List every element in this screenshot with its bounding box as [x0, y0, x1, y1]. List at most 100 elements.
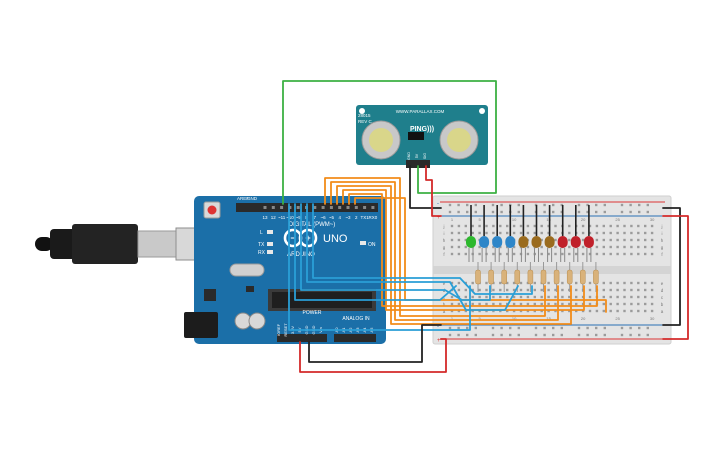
breadboard-hole[interactable] [616, 309, 619, 313]
wire-blue-4[interactable] [306, 203, 519, 311]
rail-hole[interactable] [466, 333, 469, 337]
rail-hole[interactable] [491, 333, 495, 337]
breadboard-hole[interactable] [526, 309, 530, 313]
rail-hole[interactable] [595, 326, 598, 330]
breadboard-hole[interactable] [464, 302, 467, 306]
wire-blue-2[interactable] [294, 203, 457, 301]
breadboard-hole[interactable] [464, 288, 467, 292]
breadboard-hole[interactable] [637, 309, 640, 313]
breadboard-hole[interactable] [547, 224, 550, 228]
breadboard-hole[interactable] [561, 281, 564, 285]
breadboard-hole[interactable] [478, 288, 481, 292]
resistor[interactable] [566, 269, 573, 285]
breadboard-hole[interactable] [616, 252, 619, 256]
rail-hole[interactable] [620, 326, 624, 330]
breadboard-hole[interactable] [581, 231, 585, 235]
breadboard-hole[interactable] [554, 231, 557, 235]
breadboard-hole[interactable] [506, 252, 509, 256]
rail-hole[interactable] [646, 333, 649, 337]
breadboard-hole[interactable] [609, 224, 612, 228]
breadboard-hole[interactable] [554, 309, 557, 313]
breadboard-hole[interactable] [637, 302, 640, 306]
rail-hole[interactable] [595, 203, 598, 207]
resistor[interactable] [593, 269, 599, 285]
breadboard-hole[interactable] [650, 309, 654, 313]
digital-pin[interactable] [363, 206, 367, 209]
breadboard-hole[interactable] [644, 231, 647, 235]
breadboard-hole[interactable] [637, 281, 640, 285]
rail-hole[interactable] [577, 210, 581, 214]
breadboard-hole[interactable] [533, 224, 536, 228]
rail-hole[interactable] [466, 326, 469, 330]
breadboard-hole[interactable] [575, 302, 578, 306]
breadboard-hole[interactable] [471, 281, 474, 285]
rail-hole[interactable] [603, 333, 606, 337]
breadboard-hole[interactable] [650, 224, 654, 228]
breadboard-hole[interactable] [457, 245, 461, 249]
rail-hole[interactable] [646, 203, 649, 207]
led[interactable] [583, 236, 594, 248]
rail-hole[interactable] [474, 203, 477, 207]
breadboard-hole[interactable] [540, 238, 543, 242]
digital-pin[interactable] [280, 206, 284, 209]
breadboard-hole[interactable] [499, 231, 502, 235]
digital-pin[interactable] [371, 206, 375, 209]
breadboard-hole[interactable] [512, 245, 516, 249]
breadboard-hole[interactable] [506, 295, 509, 299]
breadboard-hole[interactable] [540, 295, 543, 299]
rail-hole[interactable] [543, 210, 546, 214]
breadboard-hole[interactable] [630, 231, 633, 235]
breadboard-hole[interactable] [471, 288, 474, 292]
breadboard-hole[interactable] [464, 295, 467, 299]
breadboard-hole[interactable] [457, 302, 461, 306]
breadboard-hole[interactable] [554, 295, 557, 299]
breadboard-hole[interactable] [526, 231, 530, 235]
breadboard-hole[interactable] [568, 238, 571, 242]
breadboard-hole[interactable] [637, 245, 640, 249]
breadboard-hole[interactable] [588, 252, 592, 256]
wire-red-5v[interactable] [299, 338, 447, 373]
breadboard-hole[interactable] [457, 309, 461, 313]
digital-pin[interactable] [263, 206, 267, 209]
breadboard-hole[interactable] [533, 302, 536, 306]
breadboard-hole[interactable] [547, 309, 550, 313]
rail-hole[interactable] [466, 210, 469, 214]
breadboard-hole[interactable] [526, 224, 530, 228]
breadboard-hole[interactable] [568, 224, 571, 228]
breadboard-hole[interactable] [602, 288, 605, 292]
breadboard-hole[interactable] [581, 238, 585, 242]
breadboard-hole[interactable] [630, 252, 633, 256]
breadboard-hole[interactable] [464, 224, 467, 228]
breadboard-hole[interactable] [547, 231, 550, 235]
resistor[interactable] [501, 269, 507, 285]
ping-ultrasonic-sensor[interactable]: WWW.PARALLAX.COM 28015 REV C PING))) GND… [356, 105, 488, 168]
breadboard-hole[interactable] [609, 302, 612, 306]
breadboard-hole[interactable] [644, 309, 647, 313]
breadboard-hole[interactable] [575, 252, 578, 256]
resistor[interactable] [527, 269, 534, 285]
rail-hole[interactable] [457, 210, 460, 214]
breadboard-hole[interactable] [526, 252, 530, 256]
rail-hole[interactable] [552, 203, 555, 207]
breadboard-hole[interactable] [630, 238, 633, 242]
breadboard-hole[interactable] [478, 309, 481, 313]
breadboard-hole[interactable] [609, 295, 612, 299]
breadboard-hole[interactable] [609, 238, 612, 242]
breadboard-hole[interactable] [588, 302, 592, 306]
breadboard-hole[interactable] [464, 231, 467, 235]
rail-hole[interactable] [629, 210, 632, 214]
breadboard-hole[interactable] [644, 295, 647, 299]
breadboard-hole[interactable] [595, 231, 599, 235]
breadboard-hole[interactable] [519, 281, 523, 285]
breadboard-hole[interactable] [457, 231, 461, 235]
wire-orange-6[interactable] [354, 197, 607, 313]
breadboard-hole[interactable] [561, 288, 564, 292]
digital-pin[interactable] [338, 206, 342, 209]
breadboard-hole[interactable] [644, 281, 647, 285]
digital-pin[interactable] [313, 206, 317, 209]
breadboard-hole[interactable] [581, 224, 585, 228]
breadboard-hole[interactable] [602, 309, 605, 313]
breadboard-hole[interactable] [471, 302, 474, 306]
breadboard-hole[interactable] [478, 302, 481, 306]
breadboard-hole[interactable] [512, 252, 516, 256]
